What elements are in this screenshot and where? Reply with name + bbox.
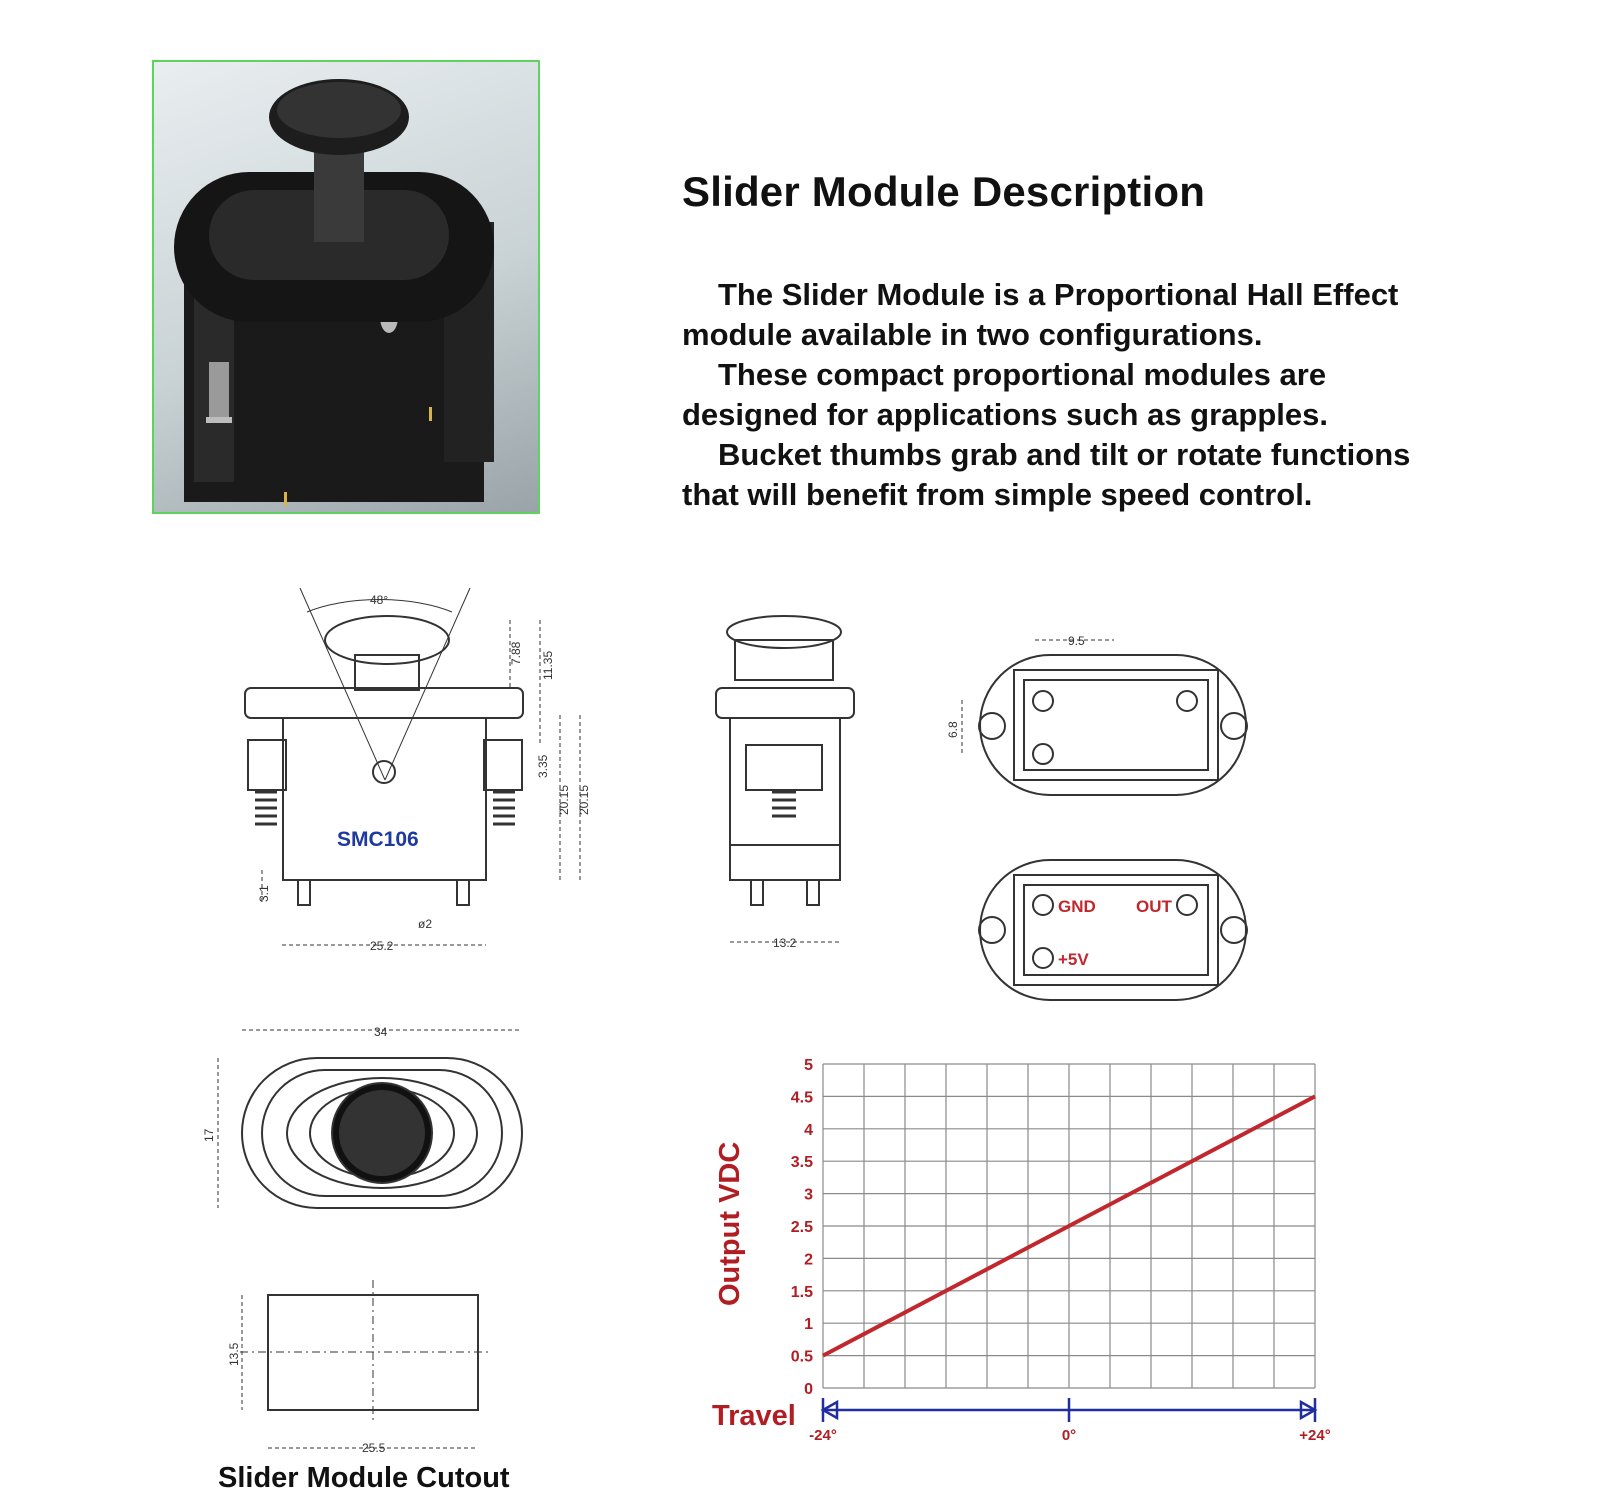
chart-y-tick-label: 4.5 xyxy=(791,1089,813,1106)
pin-out-label: OUT xyxy=(1136,897,1172,916)
dim-788: 7.88 xyxy=(509,641,523,665)
dim-252: 25.2 xyxy=(370,939,394,953)
chart-ylabel: Output VDC xyxy=(714,1141,746,1306)
front-view-drawing xyxy=(244,587,581,946)
top-view-dimensions-drawing xyxy=(961,639,1248,796)
dim-135: 13.5 xyxy=(227,1342,241,1366)
chart-y-tick-label: 1 xyxy=(804,1316,813,1333)
chart-y-tick-label: 5 xyxy=(804,1057,813,1074)
knob-top-view-drawing xyxy=(217,1029,523,1209)
dim-31: 3.1 xyxy=(257,885,271,902)
dim-1135: 11.35 xyxy=(541,651,555,680)
travel-arrow-right-icon xyxy=(1299,1399,1318,1421)
travel-arrow-left-icon xyxy=(820,1399,839,1421)
description-line: These compact proportional modules are xyxy=(718,357,1327,392)
dim-phi2: ø2 xyxy=(418,917,432,931)
chart-x-tick-label: -24° xyxy=(809,1427,837,1444)
chart-y-tick-label: 0 xyxy=(804,1381,813,1398)
chart-y-tick-label: 3.5 xyxy=(791,1154,813,1171)
top-view-pinout-drawing xyxy=(978,859,1248,1001)
product-photo xyxy=(152,60,540,514)
chart-y-tick-label: 2 xyxy=(804,1251,813,1268)
chart-y-tick-label: 1.5 xyxy=(791,1284,813,1301)
dim-335: 3.35 xyxy=(536,754,550,778)
description-line: designed for applications such as grappl… xyxy=(682,397,1328,432)
chart-x-tick-label: 0° xyxy=(1062,1427,1076,1444)
dim-34: 34 xyxy=(374,1025,388,1039)
chart-xlabel: Travel xyxy=(712,1400,796,1432)
dim-angle: 48° xyxy=(370,593,388,607)
pin-5v-label: +5V xyxy=(1058,950,1089,969)
description-line: that will benefit from simple speed cont… xyxy=(682,477,1313,512)
cutout-drawing xyxy=(240,1280,492,1449)
chart-y-tick-label: 4 xyxy=(804,1122,813,1139)
dim-68: 6.8 xyxy=(946,721,960,738)
dim-132: 13.2 xyxy=(773,936,797,950)
cutout-caption: Slider Module Cutout xyxy=(218,1462,510,1494)
description-line: module available in two configurations. xyxy=(682,317,1263,352)
dim-255: 25.5 xyxy=(362,1441,386,1455)
side-view-drawing xyxy=(715,615,855,943)
description-title: Slider Module Description xyxy=(682,168,1206,215)
description-line: The Slider Module is a Proportional Hall… xyxy=(718,277,1399,312)
chart-y-tick-label: 3 xyxy=(804,1187,813,1204)
chart-series-line xyxy=(822,1094,1316,1358)
description-body: The Slider Module is a Proportional Hall… xyxy=(682,275,1542,515)
dim-2015a: 20.15 xyxy=(557,785,571,815)
output-chart: 0 0.5 1 1.5 2 2.5 3 3.5 4 4.5 5 -24° 0° +24° xyxy=(791,1057,1331,1444)
pin-gnd-label: GND xyxy=(1058,897,1096,916)
chart-y-tick-label: 0.5 xyxy=(791,1349,813,1366)
dim-2015b: 20.15 xyxy=(577,785,591,815)
model-label: SMC106 xyxy=(337,828,419,851)
description-line: Bucket thumbs grab and tilt or rotate fu… xyxy=(718,437,1411,472)
dim-95: 9.5 xyxy=(1068,634,1085,648)
chart-x-tick-label: +24° xyxy=(1299,1427,1330,1444)
chart-y-tick-label: 2.5 xyxy=(791,1219,813,1236)
slider-module-photo-icon xyxy=(174,79,494,506)
dim-17: 17 xyxy=(202,1128,216,1142)
